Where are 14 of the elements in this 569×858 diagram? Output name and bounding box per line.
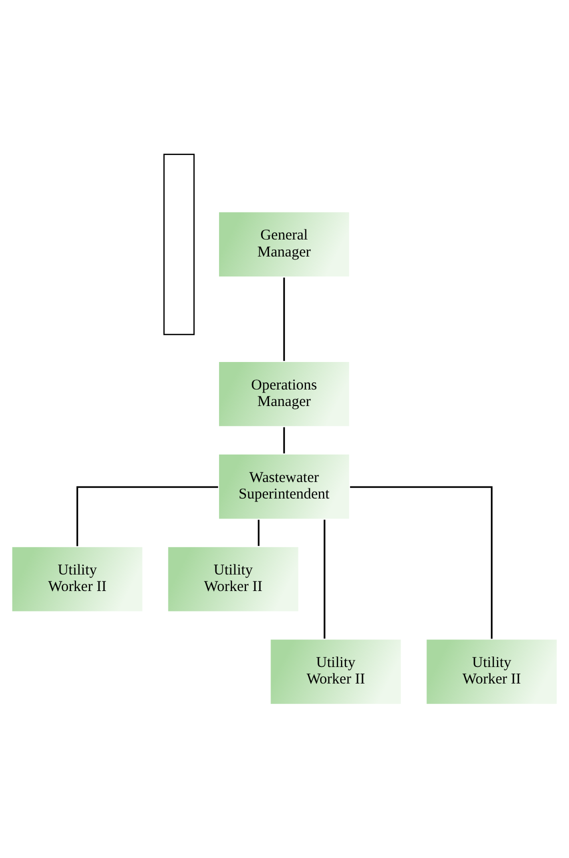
node-box: Utility Worker II [10, 544, 144, 612]
connector [258, 519, 260, 546]
node-box: Operations Manager [217, 360, 351, 428]
node-box: Utility Worker II [425, 637, 558, 705]
node-box [163, 153, 195, 335]
connector [350, 486, 493, 638]
node-box: Wastewater Superintendent [217, 452, 351, 520]
node-box: General Manager [217, 210, 351, 278]
connector [283, 426, 285, 453]
connector [283, 277, 285, 360]
connector [324, 519, 326, 638]
connector [76, 486, 218, 546]
node-box: Utility Worker II [166, 544, 300, 612]
node-box: Utility Worker II [269, 637, 402, 705]
